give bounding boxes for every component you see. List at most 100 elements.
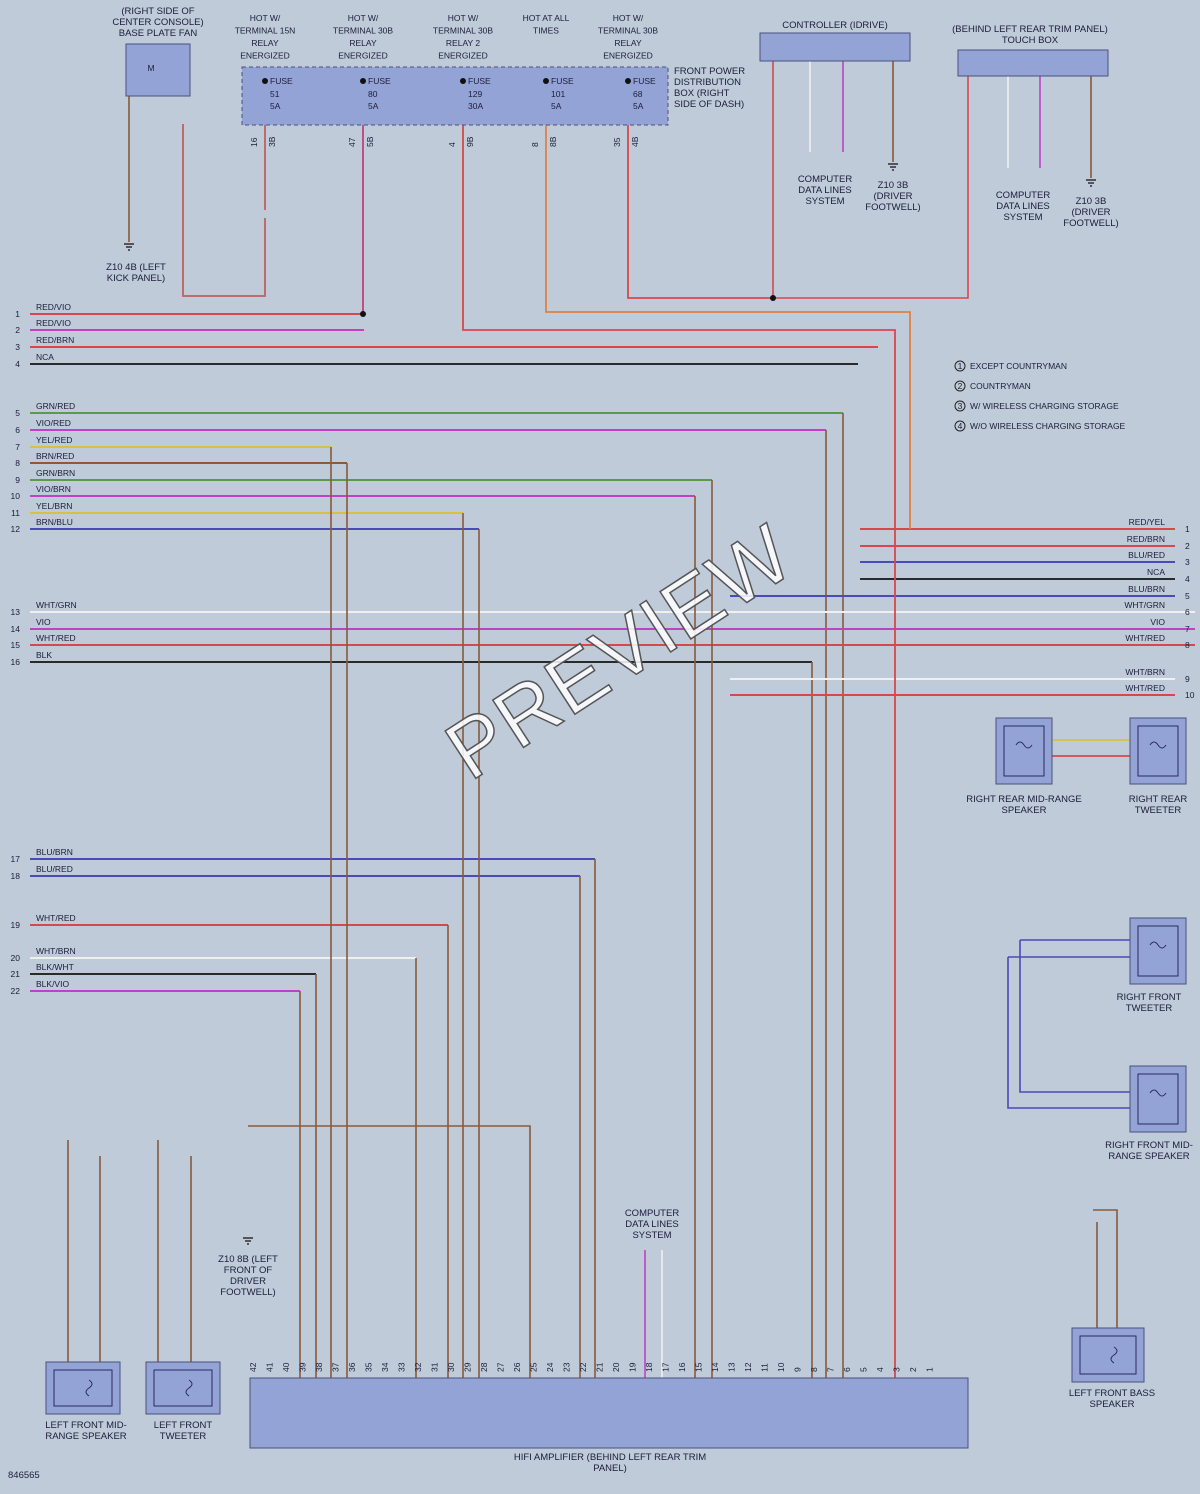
right-wire-num-6: 6: [1185, 607, 1190, 617]
fuse-term-2: 9B: [465, 136, 475, 147]
left-wire-label-15: WHT/RED: [36, 633, 76, 643]
left-wire-num-22: 22: [11, 986, 21, 996]
legend-circle-3-num: 3: [958, 401, 963, 411]
amp-pin-27: 27: [496, 1362, 506, 1372]
legend-circle-4-num: 4: [958, 421, 963, 431]
fuse-amp-1: 5A: [368, 101, 379, 111]
fuse-box-label: FRONT POWER DISTRIBUTION BOX (RIGHT SIDE…: [674, 66, 746, 110]
legend-circle-3: [954, 400, 966, 412]
fuse-hot-4-3: ENERGIZED: [603, 51, 653, 61]
left-wire-label-10: VIO/BRN: [36, 484, 71, 494]
right-wire-num-9: 9: [1185, 674, 1190, 684]
fuse-title-0: FUSE: [270, 76, 293, 86]
amp-pin-8: 8: [809, 1367, 819, 1372]
label-layer: 1RED/VIO2RED/VIO3RED/BRN4NCA5GRN/RED6VIO…: [11, 13, 1195, 1449]
fuse-num-3: 101: [551, 89, 565, 99]
amp-pin-37: 37: [331, 1362, 341, 1372]
left-wire-num-10: 10: [11, 491, 21, 501]
left-wire-num-6: 6: [15, 425, 20, 435]
fuse-hot-1-2: RELAY: [349, 38, 377, 48]
left-wire-num-13: 13: [11, 607, 21, 617]
right-wire-label-7: VIO: [1150, 617, 1165, 627]
fuse-title-4: FUSE: [633, 76, 656, 86]
left-wire-num-4: 4: [15, 359, 20, 369]
right-wire-num-2: 2: [1185, 541, 1190, 551]
legend-text-1: EXCEPT COUNTRYMAN: [970, 361, 1067, 371]
fuse129-feed: [462, 125, 896, 1378]
amp-pin-32: 32: [413, 1362, 423, 1372]
amp-pin-25: 25: [529, 1362, 539, 1372]
left-wire-label-5: GRN/RED: [36, 401, 75, 411]
left-wire-num-3: 3: [15, 342, 20, 352]
left-wire-label-20: WHT/BRN: [36, 946, 76, 956]
left-wire-label-3: RED/BRN: [36, 335, 74, 345]
fuse-hot-2-2: RELAY 2: [446, 38, 480, 48]
left-wire-label-6: VIO/RED: [36, 418, 71, 428]
diagram-id: 846565: [8, 1470, 40, 1481]
ctrl-ground: [888, 163, 898, 171]
left-wire-label-1: RED/VIO: [36, 302, 71, 312]
rf-tweeter-speaker: [1129, 917, 1187, 985]
amp-pin-17: 17: [661, 1362, 671, 1372]
fuse-hot-4-1: TERMINAL 30B: [598, 26, 658, 36]
amp-pin-22: 22: [578, 1362, 588, 1372]
legend-circle-1: [954, 360, 966, 372]
fuse-hot-3-0: HOT AT ALL: [523, 13, 570, 23]
fuse-hot-0-0: HOT W/: [250, 13, 281, 23]
amp-pin-6: 6: [842, 1367, 852, 1372]
ground-z10-8b-label: Z10 8B (LEFT FRONT OF DRIVER FOOTWELL): [218, 1254, 278, 1298]
fuse-term-0: 3B: [267, 136, 277, 147]
right-wire-label-2: RED/BRN: [1127, 534, 1165, 544]
fuse-term-1: 5B: [365, 136, 375, 147]
amp-pin-19: 19: [628, 1362, 638, 1372]
ground-z10-3b-ctrl-label: Z10 3B (DRIVER FOOTWELL): [865, 180, 921, 213]
amp-pin-12: 12: [743, 1362, 753, 1372]
fuse-num-4: 68: [633, 89, 643, 99]
legend-text-3: W/ WIRELESS CHARGING STORAGE: [970, 401, 1119, 411]
amp-pin-4: 4: [875, 1367, 885, 1372]
amp-pin-5: 5: [859, 1367, 869, 1372]
fuse101-feed: [545, 125, 911, 529]
rr-mid-speaker: [995, 717, 1053, 785]
fuse-title-1: FUSE: [368, 76, 391, 86]
amp-pin-10: 10: [776, 1362, 786, 1372]
right-wire-label-4: NCA: [1147, 567, 1165, 577]
amp-pin-3: 3: [892, 1367, 902, 1372]
rf-tweet-feed: [1008, 939, 1130, 958]
fan-ground: [124, 243, 134, 251]
fuse-amp-0: 5A: [270, 101, 281, 111]
legend-circle-1-num: 1: [958, 361, 963, 371]
fuse-num-1: 80: [368, 89, 378, 99]
amp-pin-20: 20: [611, 1362, 621, 1372]
right-wire-label-9: WHT/BRN: [1125, 667, 1165, 677]
ctrl-touch-red: [772, 61, 969, 299]
z10-8b-feed: [248, 1125, 531, 1378]
amp-pin-14: 14: [710, 1362, 720, 1372]
left-wire-label-8: BRN/RED: [36, 451, 74, 461]
amp-pin-31: 31: [430, 1362, 440, 1372]
base-plate-fan-label: (RIGHT SIDE OF CENTER CONSOLE) BASE PLAT…: [112, 6, 204, 39]
fuse-term-4: 4B: [630, 136, 640, 147]
amplifier-box: [249, 1377, 969, 1449]
fuse-pin-0: 16: [249, 137, 259, 147]
fuse51-feed: [182, 124, 266, 297]
fuse-amp-3: 5A: [551, 101, 562, 111]
right-wire-num-7: 7: [1185, 624, 1190, 634]
rf-mid-speaker: [1129, 1065, 1187, 1133]
left-wire-num-9: 9: [15, 475, 20, 485]
fuse-hot-0-1: TERMINAL 15N: [235, 26, 296, 36]
left-wire-num-21: 21: [11, 969, 21, 979]
fuse-dot-3: [543, 78, 549, 84]
right-wire-label-6: WHT/GRN: [1124, 600, 1165, 610]
right-wire-label-10: WHT/RED: [1125, 683, 1165, 693]
left-wire-num-19: 19: [11, 920, 21, 930]
ground-z10-4b-label: Z10 4B (LEFT KICK PANEL): [106, 262, 166, 284]
left-wire-num-5: 5: [15, 408, 20, 418]
ground-z10-3b-touch-label: Z10 3B (DRIVER FOOTWELL): [1063, 196, 1119, 229]
left-wire-num-7: 7: [15, 442, 20, 452]
left-wire-label-4: NCA: [36, 352, 54, 362]
rf-tweeter-label: RIGHT FRONT TWEETER: [1116, 992, 1182, 1014]
amp-pin-16: 16: [677, 1362, 687, 1372]
ground-z10-8b: [243, 1237, 253, 1245]
